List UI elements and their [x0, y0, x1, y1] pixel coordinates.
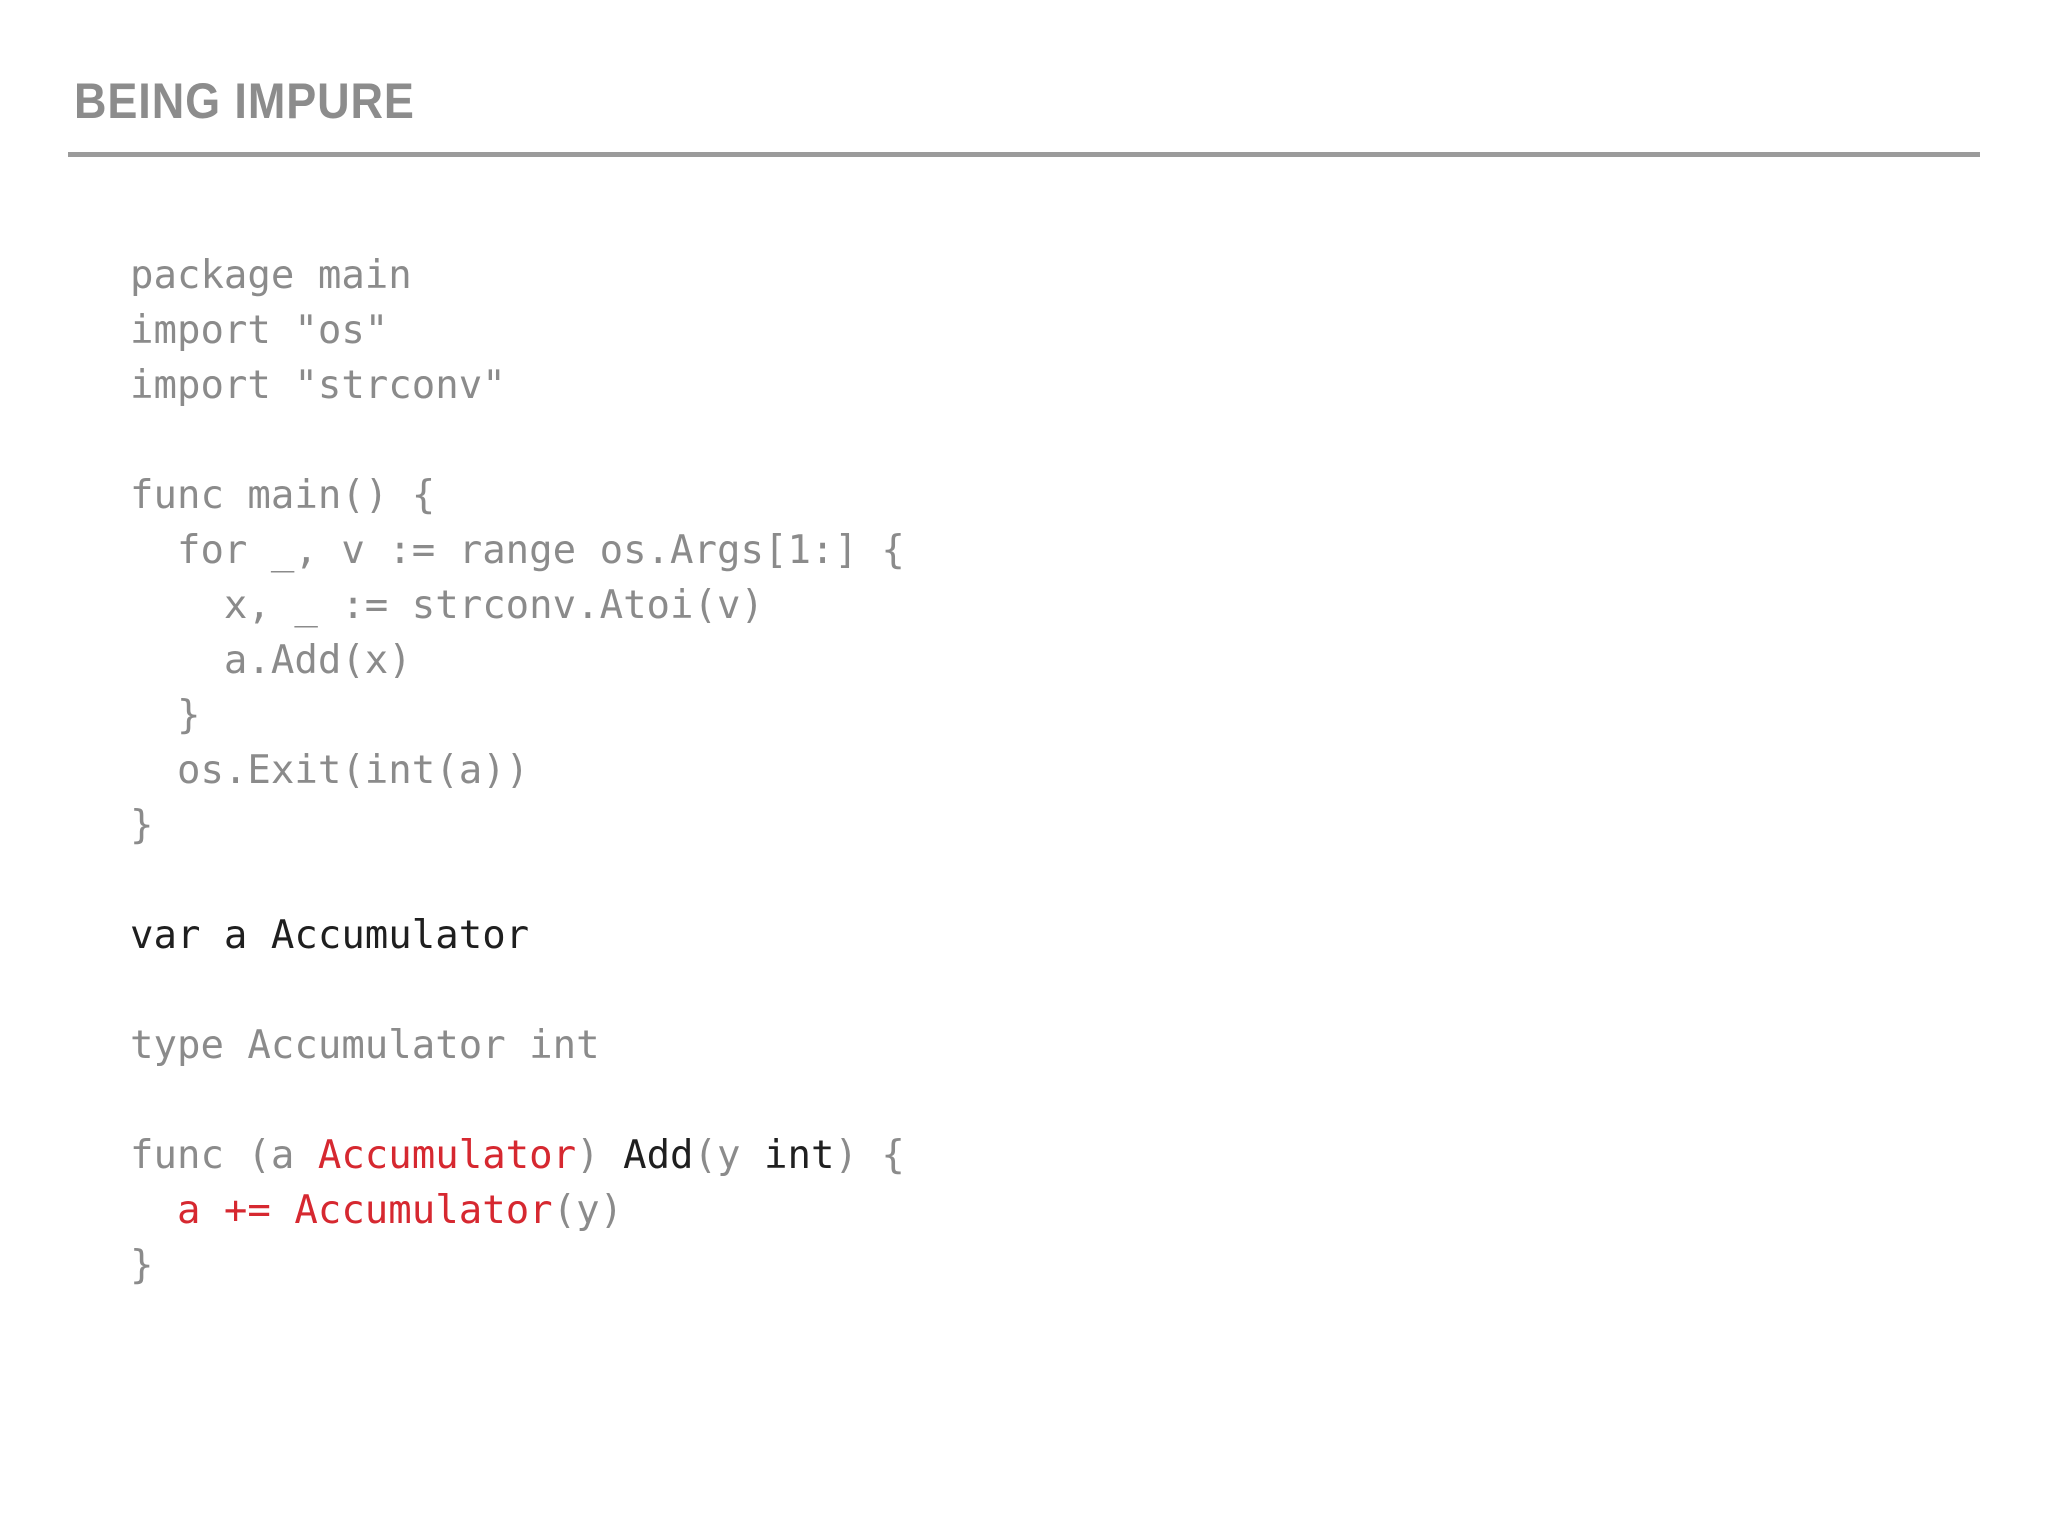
code-segment: ): [576, 1133, 624, 1178]
code-segment: a += Accumulator: [176, 1188, 553, 1233]
code-segment: var a Accumulator: [130, 913, 530, 958]
code-line: }: [130, 798, 2048, 853]
code-line: type Accumulator int: [130, 1018, 2048, 1073]
code-line: [130, 963, 2048, 1018]
code-segment: ) {: [834, 1133, 905, 1178]
code-line: [130, 1073, 2048, 1128]
code-line: x, _ := strconv.Atoi(v): [130, 578, 2048, 633]
code-segment: x, _ := strconv.Atoi(v): [130, 583, 764, 628]
code-segment: import "strconv": [130, 363, 506, 408]
code-line: for _, v := range os.Args[1:] {: [130, 523, 2048, 578]
title-divider: [68, 152, 1980, 157]
code-line: import "strconv": [130, 358, 2048, 413]
code-line: os.Exit(int(a)): [130, 743, 2048, 798]
code-segment: (y): [552, 1188, 624, 1233]
code-segment: a.Add(x): [130, 638, 412, 683]
code-segment: }: [130, 803, 154, 848]
code-line: }: [130, 1238, 2048, 1293]
code-segment: Add: [623, 1133, 694, 1178]
code-line: func main() {: [130, 468, 2048, 523]
code-line: [130, 853, 2048, 908]
code-segment: for _, v := range os.Args[1:] {: [130, 528, 905, 573]
code-segment: os.Exit(int(a)): [130, 748, 530, 793]
code-segment: }: [130, 1243, 154, 1288]
code-line: import "os": [130, 303, 2048, 358]
slide-header: BEING IMPURE: [0, 0, 2048, 126]
code-line: [130, 413, 2048, 468]
slide-title: BEING IMPURE: [74, 73, 415, 129]
code-segment: }: [130, 693, 201, 738]
code-segment: int: [764, 1133, 835, 1178]
code-segment: [130, 1188, 177, 1233]
code-line: var a Accumulator: [130, 908, 2048, 963]
code-segment: func main() {: [130, 473, 436, 518]
code-segment: import "os": [130, 308, 389, 353]
code-line: a.Add(x): [130, 633, 2048, 688]
code-block: package main import "os" import "strconv" f…: [130, 248, 2048, 1293]
code-segment: type Accumulator int: [130, 1023, 600, 1068]
code-line: }: [130, 688, 2048, 743]
code-segment: Accumulator: [317, 1133, 577, 1178]
code-line: a += Accumulator(y): [130, 1183, 2048, 1238]
code-segment: package main: [130, 253, 412, 298]
code-line: package main: [130, 248, 2048, 303]
code-line: func (a Accumulator) Add(y int) {: [130, 1128, 2048, 1183]
code-segment: (y: [693, 1133, 764, 1178]
code-segment: func (a: [130, 1133, 318, 1178]
